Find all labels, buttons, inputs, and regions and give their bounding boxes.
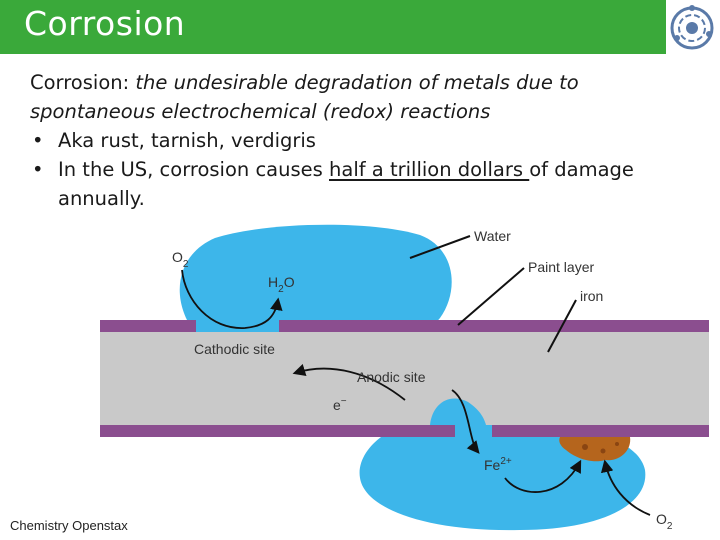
paint-leader bbox=[457, 267, 525, 326]
fe-to-rust-arrow bbox=[504, 459, 582, 493]
label-anodic-site: Anodic site bbox=[357, 369, 426, 385]
label-paint-layer: Paint layer bbox=[528, 259, 594, 275]
bullet-cost-after: of damage annually. bbox=[58, 158, 634, 210]
water-leader bbox=[409, 235, 471, 259]
source-credit: Chemistry Openstax bbox=[10, 518, 128, 533]
o2-to-h2o-arrow bbox=[181, 269, 283, 329]
bullet-cost: In the US, corrosion causes half a trill… bbox=[30, 155, 700, 213]
paint-layer-top-left bbox=[100, 320, 196, 332]
slide-body: Corrosion: the undesirable degradation o… bbox=[30, 68, 700, 213]
label-h2o: H2O bbox=[268, 274, 295, 295]
definition-term: Corrosion: bbox=[30, 71, 130, 94]
iron-plate bbox=[100, 332, 709, 425]
electron-flow-arrow bbox=[292, 363, 406, 401]
label-o2-top: O2 bbox=[172, 249, 189, 270]
label-water: Water bbox=[474, 228, 511, 244]
atom-icon bbox=[670, 5, 714, 50]
fe-from-pit-arrow bbox=[451, 389, 480, 454]
title-bar: Corrosion bbox=[0, 0, 666, 54]
slide-title: Corrosion bbox=[24, 4, 186, 43]
iron-leader bbox=[547, 299, 577, 353]
label-cathodic-site: Cathodic site bbox=[194, 341, 275, 357]
rust-deposit bbox=[559, 437, 631, 462]
bullet-list: Aka rust, tarnish, verdigris In the US, … bbox=[30, 126, 700, 213]
paint-layer-bottom-left bbox=[100, 425, 455, 437]
label-iron: iron bbox=[580, 288, 603, 304]
paint-layer-bottom-right bbox=[492, 425, 709, 437]
paint-layer-top-right bbox=[279, 320, 709, 332]
definition-text: the undesirable degradation of metals du… bbox=[30, 71, 579, 123]
bullet-cost-before: In the US, corrosion causes bbox=[58, 158, 330, 181]
o2-to-rust-arrow bbox=[600, 459, 651, 516]
label-fe2: Fe2+ bbox=[484, 456, 512, 473]
label-electron: e− bbox=[333, 396, 347, 413]
definition: Corrosion: the undesirable degradation o… bbox=[30, 68, 700, 126]
anodic-pit bbox=[430, 398, 486, 425]
label-o2-bottom: O2 bbox=[656, 511, 673, 532]
water-droplet-top bbox=[179, 224, 452, 333]
bullet-cost-emphasis: half a trillion dollars bbox=[329, 158, 530, 181]
bullet-aka: Aka rust, tarnish, verdigris bbox=[30, 126, 700, 155]
